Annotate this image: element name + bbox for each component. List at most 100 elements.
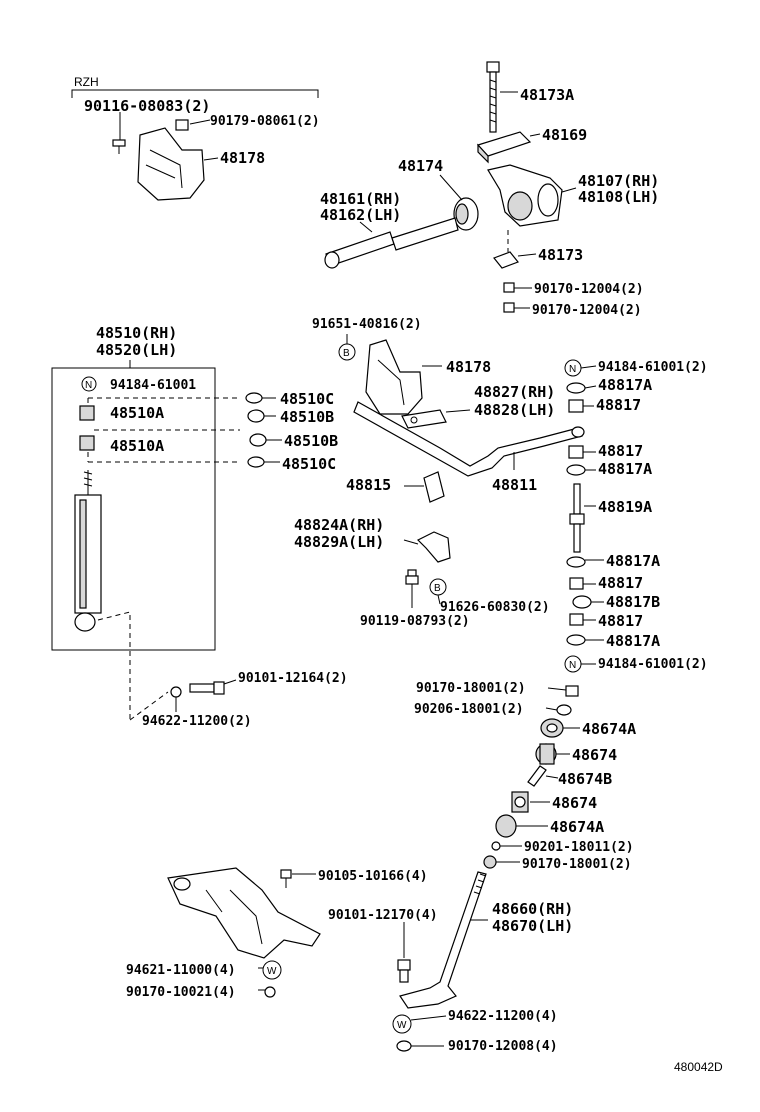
frame-bracket-icon bbox=[167, 867, 321, 959]
label-48162-lh: 48162(LH) bbox=[320, 206, 401, 224]
label-48510c-a: 48510C bbox=[280, 390, 334, 408]
n-symbol-text: N bbox=[85, 380, 92, 391]
label-90119-08793: 90119-08793(2) bbox=[360, 614, 470, 629]
bushing-48510b-b-icon bbox=[249, 433, 267, 447]
label-48510b-a: 48510B bbox=[280, 408, 334, 426]
label-48173a: 48173A bbox=[520, 86, 574, 104]
bushing-48815-icon bbox=[423, 471, 445, 503]
label-48829a-lh: 48829A(LH) bbox=[294, 533, 384, 551]
label-90201-18011: 90201-18011(2) bbox=[524, 840, 634, 855]
cushion-48817-3-icon bbox=[569, 577, 584, 590]
label-48169: 48169 bbox=[542, 126, 587, 144]
label-48824a-rh: 48824A(RH) bbox=[294, 516, 384, 534]
label-48817-4: 48817 bbox=[598, 612, 643, 630]
bracket-48178-upper-icon bbox=[137, 127, 205, 201]
label-48817a-3: 48817A bbox=[606, 552, 660, 570]
label-48520-lh: 48520(LH) bbox=[96, 341, 177, 359]
stabilizer-group: B bbox=[338, 334, 585, 608]
label-48108-lh: 48108(LH) bbox=[578, 188, 659, 206]
label-48817-1: 48817 bbox=[596, 396, 641, 414]
retainer-48817a-4-icon bbox=[566, 634, 586, 646]
label-90179-08061: 90179-08061(2) bbox=[210, 114, 320, 129]
part-labels: 90116-08083(2) 90179-08061(2) 48178 4817… bbox=[84, 86, 708, 1054]
label-48811: 48811 bbox=[492, 476, 537, 494]
washer-90201-icon bbox=[491, 841, 501, 851]
nut-90170-18001-b-icon bbox=[483, 855, 497, 869]
stabilizer-bar-48811-icon bbox=[353, 401, 585, 477]
label-94621-11000: 94621-11000(4) bbox=[126, 963, 236, 978]
shock-absorber-group: N bbox=[51, 360, 282, 721]
plate-48173-icon bbox=[493, 251, 519, 269]
frame-bracket-group: W bbox=[167, 867, 321, 998]
label-90206-18001: 90206-18001(2) bbox=[414, 702, 524, 717]
collar-48817b-icon bbox=[572, 595, 592, 609]
label-90116-08083: 90116-08083(2) bbox=[84, 97, 210, 115]
link-bolt-48819a-icon bbox=[569, 483, 585, 553]
strut-rod-48660-icon bbox=[399, 871, 487, 1009]
retainer-48817a-2-icon bbox=[566, 464, 586, 476]
bolt-90101-12164-icon bbox=[189, 681, 225, 695]
label-90101-12164: 90101-12164(2) bbox=[238, 671, 348, 686]
b-symbol-upper-icon: B bbox=[338, 343, 356, 361]
rzh-group: RZH bbox=[71, 75, 319, 201]
b-symbol-lower-icon: B bbox=[429, 578, 447, 596]
bolt-48173a-icon bbox=[486, 61, 500, 133]
arm-48107-icon bbox=[487, 164, 563, 227]
label-94184-61001-upper: 94184-61001(2) bbox=[598, 360, 708, 375]
label-48510a-2: 48510A bbox=[110, 437, 164, 455]
retainer-48817a-3-icon bbox=[566, 556, 586, 568]
cushion-48817-1-icon bbox=[568, 399, 584, 413]
bolt-90119-icon bbox=[405, 569, 419, 585]
b-symbol-text-upper: B bbox=[343, 348, 350, 359]
label-94184-61001-lower: 94184-61001(2) bbox=[598, 657, 708, 672]
bracket-48827-icon bbox=[401, 409, 447, 429]
w-symbol-lower-icon: W bbox=[392, 1014, 412, 1034]
nut-90170-18001-a-icon bbox=[565, 685, 579, 697]
label-48817-2: 48817 bbox=[598, 442, 643, 460]
bolt-90105-icon bbox=[280, 869, 292, 888]
diagram-id: 480042D bbox=[674, 1060, 723, 1074]
retainer-48817a-1-icon bbox=[566, 382, 586, 394]
label-48510c-b: 48510C bbox=[282, 455, 336, 473]
link-stack-group: N N bbox=[564, 359, 604, 673]
torsion-bar-48161-icon bbox=[324, 217, 459, 269]
collar-48174-icon bbox=[453, 197, 479, 231]
nut-94622-11200-icon bbox=[170, 686, 182, 698]
label-48178-lower: 48178 bbox=[446, 358, 491, 376]
cushion-48817-2-icon bbox=[568, 445, 584, 459]
label-90105-10166: 90105-10166(4) bbox=[318, 869, 428, 884]
bushing-48674a-1-icon bbox=[540, 718, 564, 738]
label-48173: 48173 bbox=[538, 246, 583, 264]
nut-90170-10021-icon bbox=[264, 986, 276, 998]
label-48817b: 48817B bbox=[606, 593, 660, 611]
n-symbol-text-upper: N bbox=[569, 364, 576, 375]
label-48674-2: 48674 bbox=[552, 794, 597, 812]
strut-rod-group: W bbox=[392, 685, 580, 1052]
label-48178-upper: 48178 bbox=[220, 149, 265, 167]
label-91626-60830: 91626-60830(2) bbox=[440, 600, 550, 615]
label-48510b-b: 48510B bbox=[284, 432, 338, 450]
n-washer-symbol-icon: N bbox=[81, 376, 97, 392]
n-symbol-text-lower: N bbox=[569, 660, 576, 671]
n-symbol-upper-icon: N bbox=[564, 359, 582, 377]
label-90170-12004-b: 90170-12004(2) bbox=[532, 303, 642, 318]
label-90101-12170: 90101-12170(4) bbox=[328, 908, 438, 923]
label-94184-61001-box: 94184-61001 bbox=[110, 378, 196, 393]
label-48174: 48174 bbox=[398, 157, 443, 175]
label-48819a: 48819A bbox=[598, 498, 652, 516]
label-48510a-1: 48510A bbox=[110, 404, 164, 422]
label-48660-rh: 48660(RH) bbox=[492, 900, 573, 918]
collar-48674b-icon bbox=[527, 765, 547, 787]
label-48817-3: 48817 bbox=[598, 574, 643, 592]
n-symbol-lower-icon: N bbox=[564, 655, 582, 673]
label-48674a-2: 48674A bbox=[550, 818, 604, 836]
label-48817a-1: 48817A bbox=[598, 376, 652, 394]
label-48828-lh: 48828(LH) bbox=[474, 401, 555, 419]
b-symbol-text-lower: B bbox=[434, 583, 441, 594]
label-48161-rh: 48161(RH) bbox=[320, 190, 401, 208]
label-48815: 48815 bbox=[346, 476, 391, 494]
nut-90179-icon bbox=[175, 119, 189, 131]
nut-90170-12004-a-icon bbox=[503, 282, 515, 293]
washer-48510c-b-icon bbox=[247, 456, 265, 468]
